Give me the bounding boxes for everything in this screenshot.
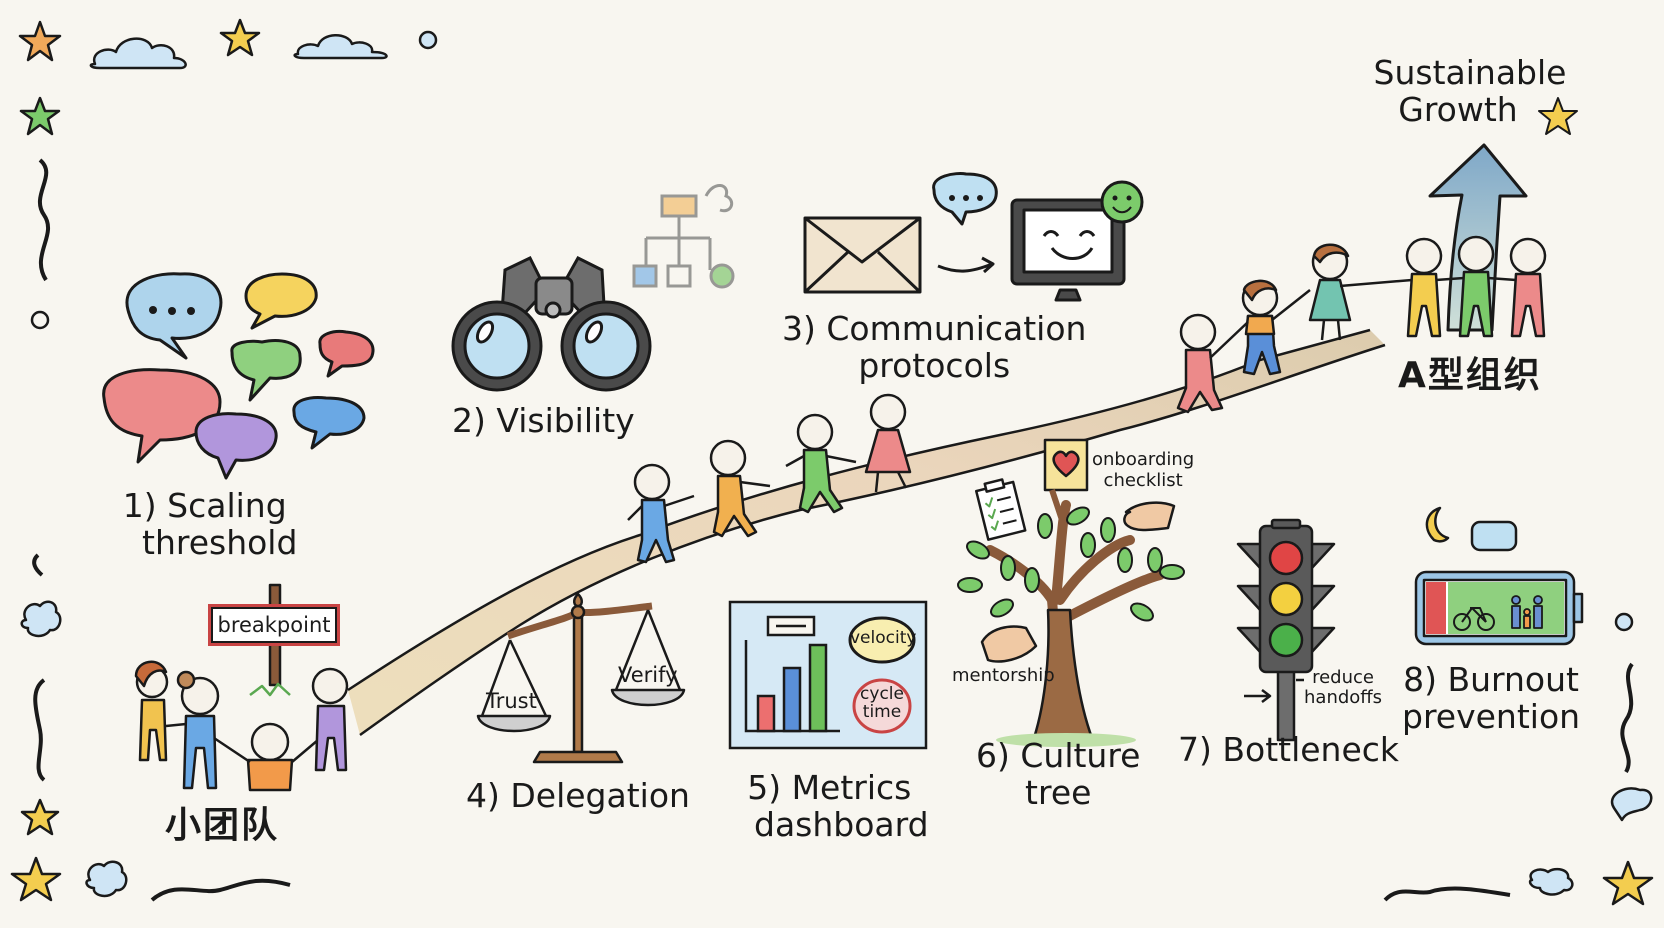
squiggle-icon	[150, 878, 291, 902]
traffic-light-icon	[1236, 518, 1336, 742]
goal-line-2: Growth	[1398, 89, 1518, 129]
pillow-icon	[1470, 520, 1518, 552]
border-decorations	[10, 18, 1654, 906]
step-8-line-2: prevention	[1402, 696, 1581, 736]
smiley-icon	[1100, 180, 1144, 224]
step-4-label: 4) Delegation	[466, 776, 690, 815]
velocity-badge	[848, 616, 916, 664]
star-icon	[219, 18, 261, 57]
breakpoint-sign: breakpoint	[208, 604, 340, 646]
cloud-icon	[85, 860, 128, 898]
squiggle-icon	[1383, 886, 1511, 902]
arrow-right-icon	[1244, 689, 1272, 703]
bubble-icon	[1614, 612, 1634, 632]
walking-team-icon	[627, 393, 912, 564]
cloud-icon	[1528, 867, 1574, 896]
step-1-label: 1) Scaling threshold	[112, 486, 298, 562]
squiggle-icon	[37, 158, 51, 282]
binoculars-icon	[451, 256, 652, 392]
step-1-line-1: 1) Scaling	[122, 486, 287, 525]
star-icon	[20, 798, 60, 836]
dashboard-chart-icon	[728, 600, 928, 750]
reduce-handoffs-label: reduce handoffs	[1304, 668, 1382, 708]
step-8-line-1: 8) Burnout	[1403, 660, 1579, 699]
step-3-label: 3) Communication protocols	[782, 309, 1087, 385]
star-icon	[18, 20, 62, 62]
bicycle-icon	[1453, 607, 1495, 631]
onboarding-line-2: checklist	[1103, 469, 1183, 491]
handshake-icon	[980, 625, 1038, 663]
org-chart-icon	[632, 184, 735, 289]
goal-line-1: Sustainable	[1373, 53, 1567, 92]
mentorship-label: mentorship	[952, 665, 1055, 686]
step-3-line-1: 3) Communication	[782, 309, 1087, 348]
arrow-right-icon	[937, 256, 995, 274]
star-icon	[19, 96, 61, 136]
trust-label: Trust	[486, 689, 537, 713]
squiggle-icon	[32, 553, 44, 577]
goal-label: Sustainable Growth	[1370, 53, 1570, 129]
onboarding-label: onboarding checklist	[1092, 449, 1195, 491]
step-8-label: 8) Burnout prevention	[1402, 660, 1581, 736]
start-label: 小团队	[165, 805, 280, 846]
cycle-time-label: cycle time	[858, 684, 906, 722]
chat-bubble-icon	[1610, 787, 1653, 822]
cycle-time-badge	[852, 678, 912, 734]
tree-icon	[957, 438, 1185, 747]
cycle-time-line-1: cycle	[860, 684, 904, 704]
envelope-to-monitor-icon	[803, 172, 1144, 302]
a-org-team-icon	[1176, 235, 1547, 414]
bubble-icon	[418, 30, 438, 50]
reduce-handoffs-line-1: reduce	[1312, 667, 1374, 688]
cloud-icon	[89, 37, 187, 70]
cloud-icon	[293, 34, 388, 60]
speech-bubbles-icon	[102, 272, 375, 480]
hand-icon	[1123, 501, 1176, 532]
envelope-icon	[803, 216, 922, 294]
star-icon	[1602, 860, 1654, 906]
step-7-label: 7) Bottleneck	[1178, 730, 1400, 769]
step-5-line-2: dashboard	[754, 804, 929, 844]
onboarding-line-1: onboarding	[1092, 449, 1195, 470]
balance-scale-icon	[476, 592, 686, 764]
clipboard-icon	[974, 478, 1027, 541]
bubble-icon	[30, 310, 50, 330]
moon-icon	[1425, 506, 1450, 543]
velocity-label: velocity	[850, 628, 917, 648]
step-5-label: 5) Metrics dashboard	[730, 768, 929, 844]
battery-icon	[1414, 506, 1584, 646]
heart-icon	[1052, 450, 1080, 478]
verify-label: Verify	[618, 663, 678, 687]
reduce-handoffs-line-2: handoffs	[1304, 686, 1383, 708]
cloud-icon	[20, 600, 62, 638]
breakpoint-label: breakpoint	[217, 613, 331, 637]
step-1-line-2: threshold	[142, 522, 298, 562]
star-icon	[10, 856, 62, 902]
step-2-label: 2) Visibility	[452, 401, 635, 440]
step-6-line-1: 6) Culture	[976, 736, 1141, 775]
squiggle-icon	[1620, 662, 1634, 774]
step-6-label: 6) Culture tree	[976, 736, 1141, 812]
step-6-line-2: tree	[1025, 772, 1092, 812]
cycle-time-line-2: time	[862, 701, 902, 722]
end-label: A型组织	[1398, 355, 1542, 396]
step-3-line-2: protocols	[858, 345, 1011, 385]
family-icon	[1511, 595, 1543, 629]
goal-star-icon	[1538, 97, 1578, 135]
step-5-line-1: 5) Metrics	[747, 768, 912, 807]
squiggle-icon	[33, 678, 46, 782]
